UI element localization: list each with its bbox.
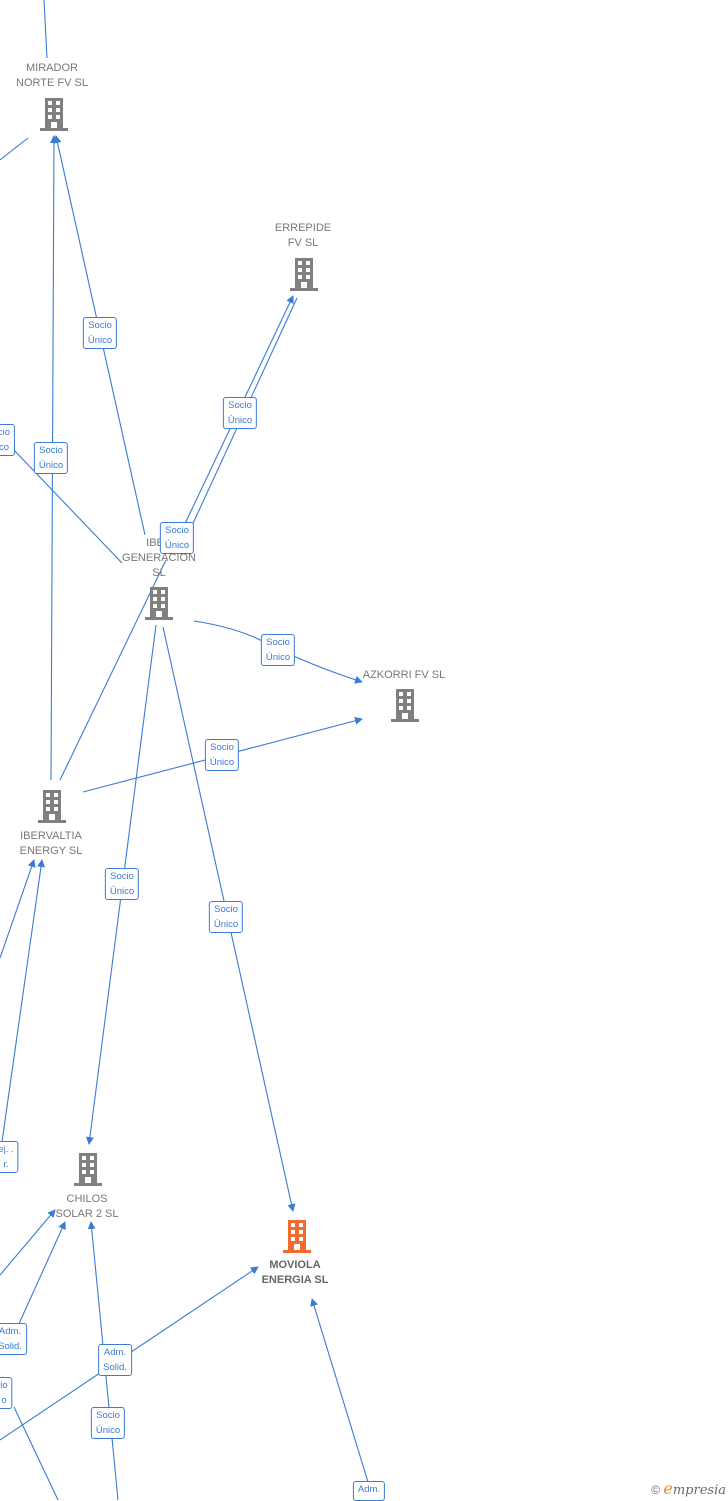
node-label-moviola[interactable]: MOVIOLA ENERGIA SL	[262, 1258, 329, 1288]
edge-label-socio-unico[interactable]: Socio Único	[208, 901, 244, 933]
node-label-line: SOLAR 2 SL	[55, 1208, 119, 1220]
edge-label-line: Único	[38, 460, 64, 471]
edge-label-line: Socio	[39, 445, 63, 456]
edge-label-line: Adm.	[357, 1484, 381, 1495]
edge-label-line: Adm.	[0, 1326, 22, 1337]
building-icon[interactable]	[74, 1153, 102, 1187]
edge-label-socio-unico[interactable]: Socio Único	[104, 868, 140, 900]
building-icon[interactable]	[38, 790, 66, 824]
edge-offscreen-bottom-left	[13, 1406, 59, 1500]
node-label-ibervaltia[interactable]: IBERVALTIA ENERGY SL	[20, 829, 83, 859]
edge-label-line: Único	[164, 540, 190, 551]
edge-label-line: Único	[87, 335, 113, 346]
edge-label-line: cio	[0, 427, 11, 438]
edge-label-line: Único	[213, 919, 239, 930]
node-label-line: ENERGIA SL	[261, 1274, 329, 1286]
node-label-errepide[interactable]: ERREPIDE FV SL	[275, 221, 331, 251]
edge-label-socio-unico[interactable]: Socio Único	[82, 317, 118, 349]
edge-label-socio-unico[interactable]: Socio Único	[90, 1407, 126, 1439]
edge-label-socio-unico[interactable]: Socio Único	[159, 522, 195, 554]
building-icon-focus[interactable]	[283, 1220, 311, 1254]
edge-label-socio-unico[interactable]: Socio Único	[222, 397, 258, 429]
node-label-line: ERREPIDE	[274, 222, 332, 234]
edge-label-socio-unico[interactable]: Socio Único	[260, 634, 296, 666]
edge-label-socio-unico[interactable]: Socio Único	[204, 739, 240, 771]
node-label-chilos[interactable]: CHILOS SOLAR 2 SL	[56, 1192, 119, 1222]
node-label-line: MIRADOR	[26, 62, 78, 74]
building-icon[interactable]	[40, 98, 68, 132]
edge-label-line: Socio	[210, 742, 234, 753]
edge-label-adm-solid[interactable]: Adm. Solid.	[0, 1323, 27, 1355]
node-label-line: SL	[152, 567, 166, 579]
node-label-mirador[interactable]: MIRADOR NORTE FV SL	[16, 61, 88, 91]
edge-iber-to-ibervaltia	[59, 559, 167, 781]
edge-offscreen-to-ibervaltia-a	[0, 859, 36, 959]
edge-label-adm[interactable]: Adm.	[352, 1481, 386, 1501]
edge-label-line: Único	[227, 415, 253, 426]
building-icon[interactable]	[145, 587, 173, 621]
edge-label-line: o	[1, 1395, 7, 1406]
copyright-footer: © empresia	[651, 1479, 726, 1498]
building-icon[interactable]	[391, 689, 419, 723]
node-label-line: IBERVALTIA	[20, 830, 82, 842]
edge-offscreen-to-ibervaltia-b	[1, 859, 45, 1143]
edge-label-line: Solid.	[0, 1341, 22, 1352]
edge-label-line: Socio	[266, 637, 290, 648]
node-label-line: GENERACION	[122, 552, 196, 564]
node-label-line: FV SL	[287, 237, 319, 249]
edge-label-line: ej. .	[0, 1144, 14, 1155]
edge-label-adm-solid[interactable]: Adm. Solid.	[98, 1344, 132, 1376]
edge-label-line: Socio	[165, 525, 189, 536]
edge-label-line: co	[0, 442, 10, 453]
edge-label-line: Único	[209, 757, 235, 768]
building-icon[interactable]	[290, 258, 318, 292]
edge-label-line: r.	[3, 1159, 9, 1170]
edge-top-to-mirador	[43, 0, 48, 59]
edge-label-line: Solid.	[103, 1362, 127, 1373]
edge-label-socio-unico[interactable]: Socio Único	[33, 442, 69, 474]
node-label-line: AZKORRI FV SL	[362, 669, 446, 681]
edge-label-partial[interactable]: io o	[0, 1377, 13, 1409]
edge-label-line: Adm.	[103, 1347, 127, 1358]
edge-label-partial[interactable]: ej. . r.	[0, 1141, 19, 1173]
edge-offscreen-to-iber	[11, 447, 123, 564]
edge-label-line: Socio	[110, 871, 134, 882]
edge-offscreen-to-chilos-a	[0, 1209, 56, 1276]
edge-offscreen-to-chilos-b	[17, 1221, 66, 1327]
edge-label-line: Socio	[228, 400, 252, 411]
node-label-line: NORTE FV SL	[16, 77, 88, 89]
empresia-logo[interactable]: empresia	[663, 1479, 726, 1498]
node-label-azkorri[interactable]: AZKORRI FV SL	[363, 668, 446, 683]
edge-label-line: Socio	[214, 904, 238, 915]
edge-label-line: io	[0, 1380, 8, 1391]
edge-label-partial[interactable]: cio co	[0, 424, 16, 456]
node-label-line: ENERGY SL	[19, 845, 83, 857]
edge-offscreen-to-mirador	[0, 137, 29, 161]
copyright-icon: ©	[651, 1483, 661, 1497]
edge-label-line: Socio	[88, 320, 112, 331]
edge-label-line: Único	[109, 886, 135, 897]
edge-bottom-to-moviola	[310, 1298, 369, 1483]
node-label-line: CHILOS	[66, 1193, 108, 1205]
edge-label-line: Único	[95, 1425, 121, 1436]
edge-label-line: Único	[265, 652, 291, 663]
node-label-line: MOVIOLA	[269, 1259, 321, 1271]
edge-label-line: Socio	[96, 1410, 120, 1421]
